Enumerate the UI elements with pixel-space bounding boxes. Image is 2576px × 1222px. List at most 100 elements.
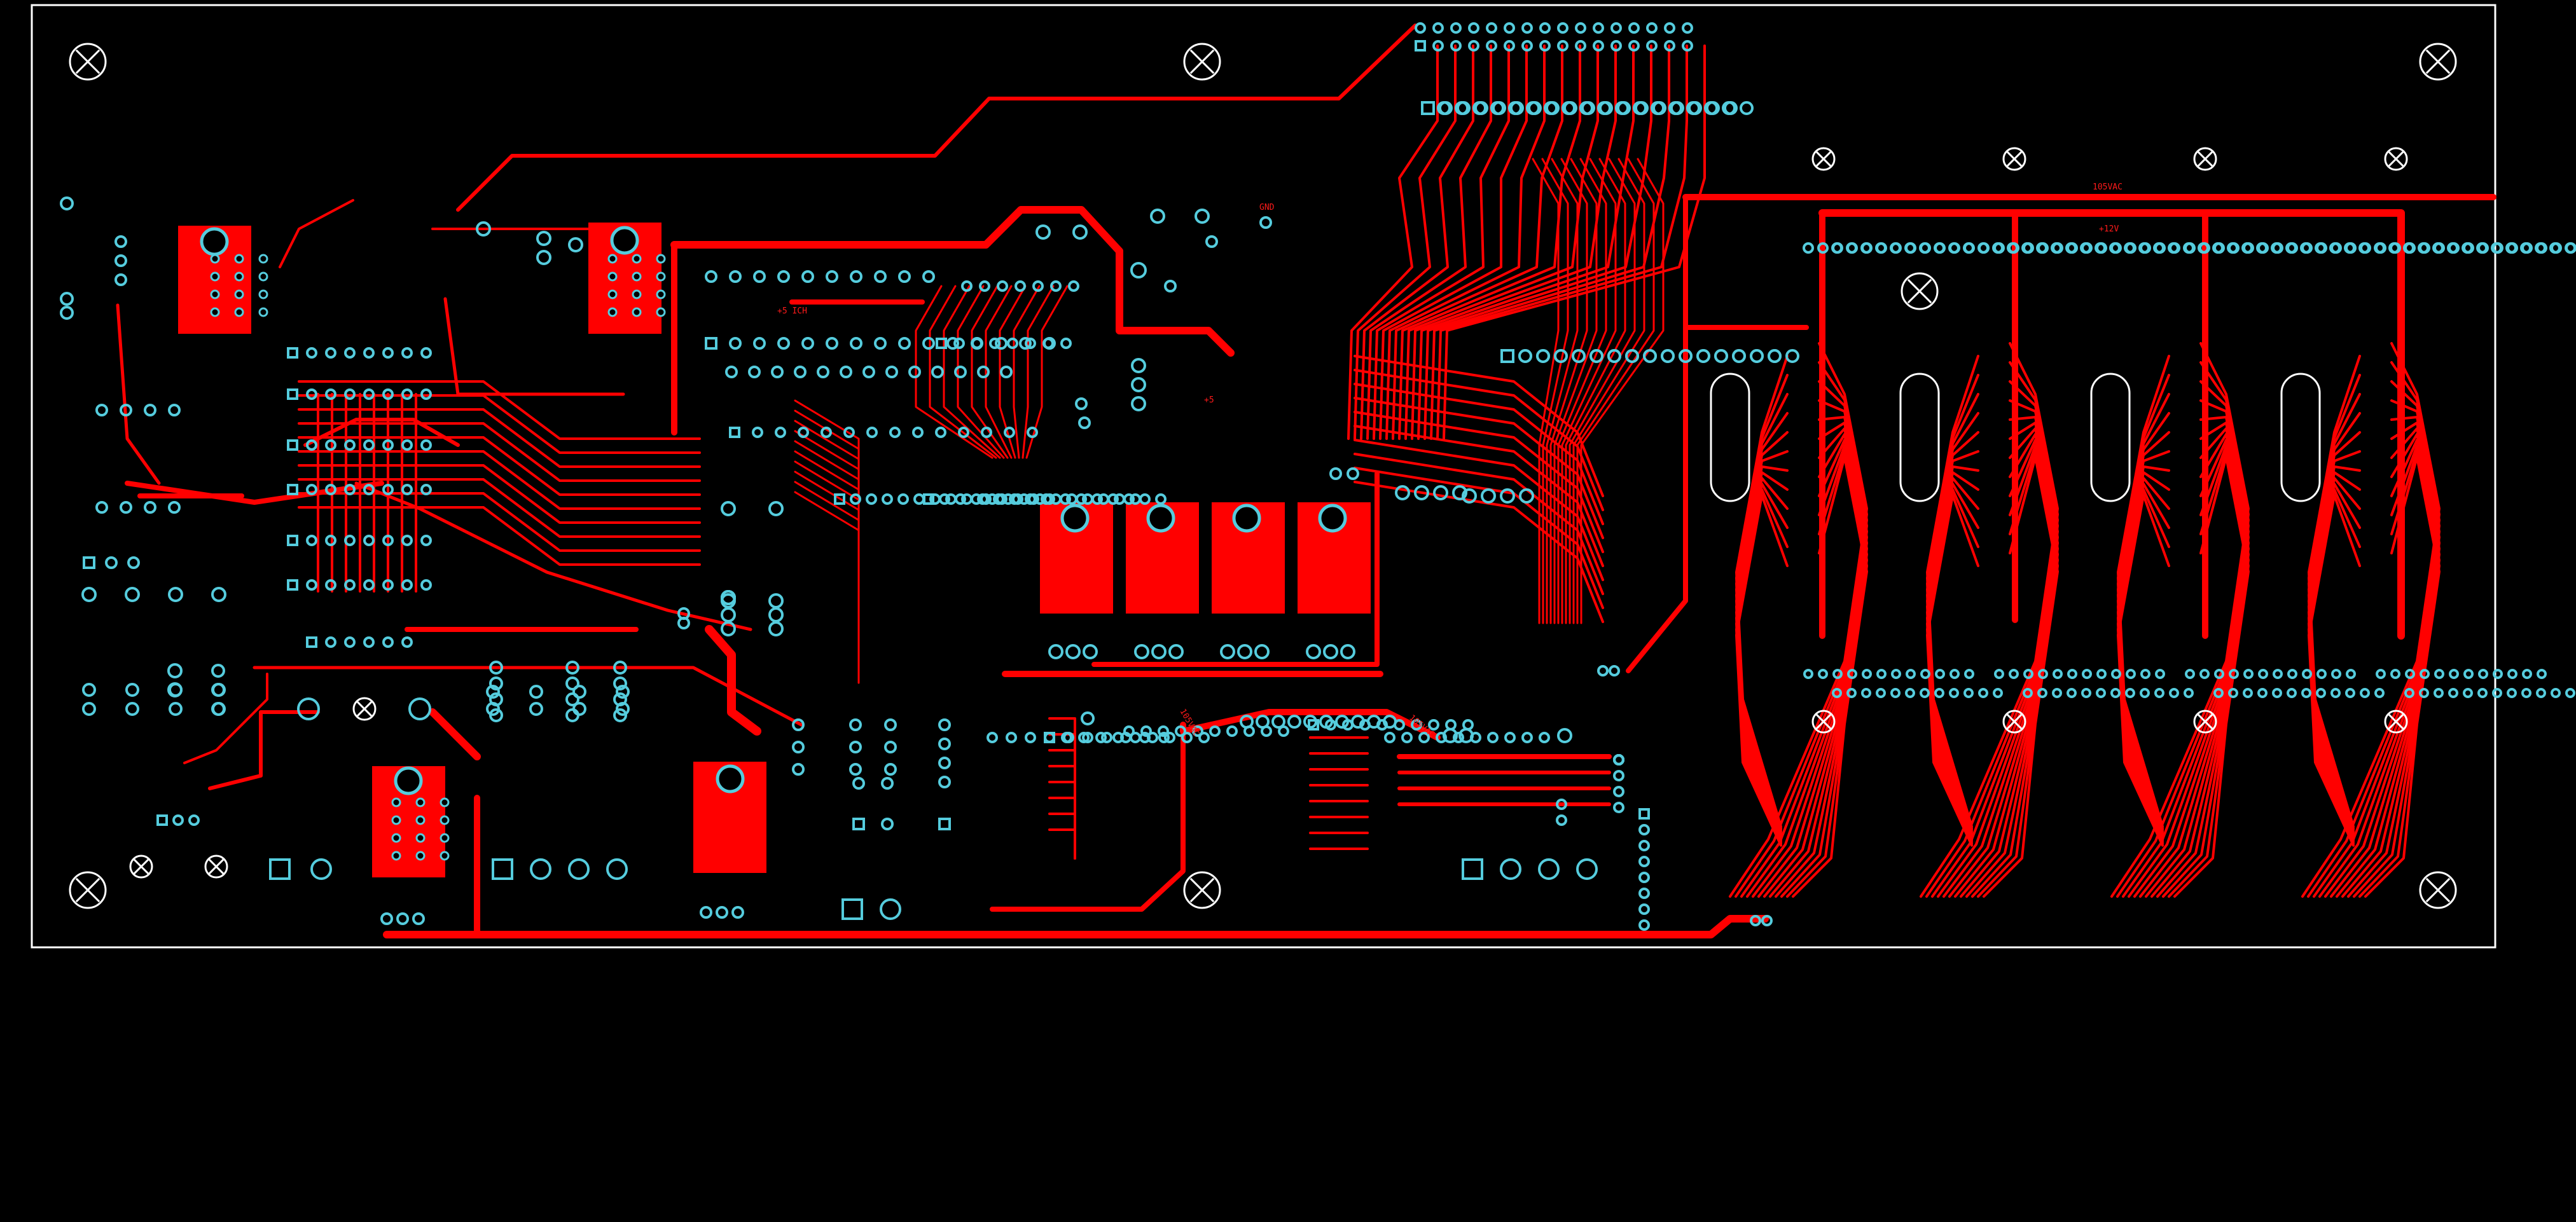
pad-round bbox=[1220, 644, 1235, 659]
pad-round bbox=[2316, 688, 2326, 698]
pad-round bbox=[1682, 22, 1693, 34]
trace bbox=[1021, 285, 1055, 459]
pad-round bbox=[344, 535, 356, 546]
pad-round bbox=[1076, 493, 1087, 505]
pad-round bbox=[167, 663, 183, 678]
pad-round bbox=[1254, 644, 1270, 659]
pad-round bbox=[2346, 669, 2356, 679]
pad-round bbox=[1486, 22, 1497, 34]
pad-round bbox=[1613, 802, 1624, 813]
mounting-hole bbox=[2419, 871, 2457, 909]
mounting-hole-cross bbox=[1189, 49, 1215, 74]
pad-round bbox=[380, 912, 393, 925]
pad-round bbox=[1609, 665, 1620, 676]
slot bbox=[1899, 373, 1940, 502]
pad-round bbox=[82, 702, 96, 716]
pad-round bbox=[2477, 688, 2488, 698]
pad-round bbox=[850, 493, 861, 505]
pad-round bbox=[1455, 101, 1469, 115]
pad-round bbox=[565, 676, 579, 690]
pad-round bbox=[2302, 669, 2312, 679]
trace bbox=[383, 915, 1769, 938]
mounting-hole bbox=[69, 43, 107, 81]
mounting-hole-cross bbox=[1189, 877, 1215, 903]
pad-round bbox=[169, 702, 183, 716]
pad-square bbox=[834, 493, 845, 505]
pour-via bbox=[210, 289, 220, 299]
pad-round bbox=[997, 280, 1008, 292]
pad-round bbox=[1518, 349, 1532, 363]
trace bbox=[1354, 439, 1604, 581]
pour-via bbox=[234, 271, 244, 282]
pour-via bbox=[391, 815, 401, 825]
trace bbox=[116, 303, 161, 485]
pad-round bbox=[798, 427, 809, 438]
pour-via bbox=[210, 254, 220, 264]
pad-round bbox=[938, 738, 951, 750]
pad-round bbox=[1342, 719, 1354, 731]
pad-round bbox=[731, 906, 744, 919]
pad-square bbox=[492, 858, 513, 880]
mounting-hole bbox=[2193, 710, 2217, 734]
pad-round bbox=[401, 388, 413, 400]
pad-round bbox=[1949, 669, 1960, 679]
mounting-hole bbox=[2002, 147, 2026, 171]
pad-round bbox=[2463, 669, 2474, 679]
pad-round bbox=[1287, 715, 1301, 729]
mounting-hole bbox=[1901, 272, 1939, 310]
pad-square bbox=[938, 818, 951, 830]
pad-round bbox=[2257, 688, 2268, 698]
pour-pad bbox=[394, 766, 423, 795]
pad-round bbox=[2316, 669, 2327, 679]
pad-round bbox=[2009, 669, 2019, 679]
pad-round bbox=[1818, 669, 1828, 679]
pad-round bbox=[1607, 349, 1621, 363]
pour-pad bbox=[1146, 504, 1175, 533]
pad-round bbox=[1181, 732, 1193, 743]
pour-via bbox=[415, 833, 426, 843]
net-labels: +5 ICH GND +5 105VAC 105VAC 105VAC +12V bbox=[777, 182, 2122, 739]
trace bbox=[929, 285, 997, 459]
pad-round bbox=[989, 338, 1001, 349]
pour-via bbox=[656, 307, 666, 317]
pad-round bbox=[1027, 427, 1038, 438]
pour-via bbox=[258, 254, 268, 264]
pad-square bbox=[1044, 732, 1055, 743]
pour-via bbox=[234, 254, 244, 264]
pad-round bbox=[60, 196, 74, 210]
pad-round bbox=[530, 858, 551, 880]
trace bbox=[2308, 494, 2361, 847]
mounting-hole-cross bbox=[2006, 713, 2023, 730]
pad-round bbox=[1470, 732, 1481, 743]
pad-square bbox=[841, 898, 863, 920]
pad-round bbox=[2345, 688, 2355, 698]
pad-round bbox=[1539, 22, 1551, 34]
pad-round bbox=[1050, 280, 1062, 292]
pad-round bbox=[1158, 732, 1170, 743]
pad-round bbox=[880, 898, 901, 920]
pad-round bbox=[144, 404, 156, 416]
pad-round bbox=[2185, 669, 2195, 679]
pad-round bbox=[1414, 485, 1429, 500]
pour-pad bbox=[1318, 504, 1347, 533]
pad-round bbox=[382, 636, 394, 648]
trace bbox=[1354, 397, 1604, 539]
pad-round bbox=[1411, 719, 1422, 731]
pad-round bbox=[2565, 242, 2576, 254]
pad-round bbox=[1934, 688, 1944, 698]
pour-via bbox=[415, 815, 426, 825]
pad-round bbox=[325, 439, 336, 451]
label-5-ich: +5 ICH bbox=[777, 306, 807, 316]
trace bbox=[2117, 494, 2170, 847]
pad-round bbox=[801, 337, 814, 350]
pad-round bbox=[1638, 856, 1650, 867]
pour-via bbox=[632, 289, 642, 299]
pour-pad bbox=[610, 226, 639, 255]
pad-round bbox=[1347, 467, 1359, 480]
trace bbox=[1926, 494, 1979, 847]
label-plus5: +5 bbox=[1204, 395, 1214, 405]
pad-round bbox=[1891, 669, 1901, 679]
pad-round bbox=[2521, 688, 2531, 698]
pad-square bbox=[1638, 808, 1650, 820]
